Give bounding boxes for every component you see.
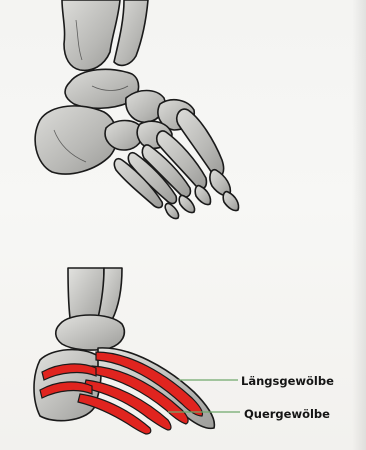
phalanx-bone xyxy=(179,195,194,212)
phalanx-bone xyxy=(223,192,238,211)
arch-band-heel xyxy=(42,364,96,380)
arch-band xyxy=(96,352,203,416)
talus-bone xyxy=(56,315,125,350)
phalanx-bone xyxy=(165,203,178,218)
arch-band xyxy=(84,380,171,430)
tibia-bone xyxy=(68,268,104,324)
arch-band xyxy=(78,394,151,434)
arch-band-heel xyxy=(40,382,92,398)
fibula-bone xyxy=(98,268,122,324)
forefoot-surface xyxy=(98,348,214,429)
label-transverse-arch: Quergewölbe xyxy=(244,407,330,421)
label-longitudinal-arch: Längsgewölbe xyxy=(241,374,334,388)
foot-skeleton-lateral-illustration xyxy=(0,0,366,260)
arch-band xyxy=(92,366,188,424)
calcaneus-bone xyxy=(34,350,101,421)
tibia-bone xyxy=(62,0,120,70)
phalanx-bone xyxy=(195,186,210,205)
calcaneus-bone xyxy=(35,106,117,174)
